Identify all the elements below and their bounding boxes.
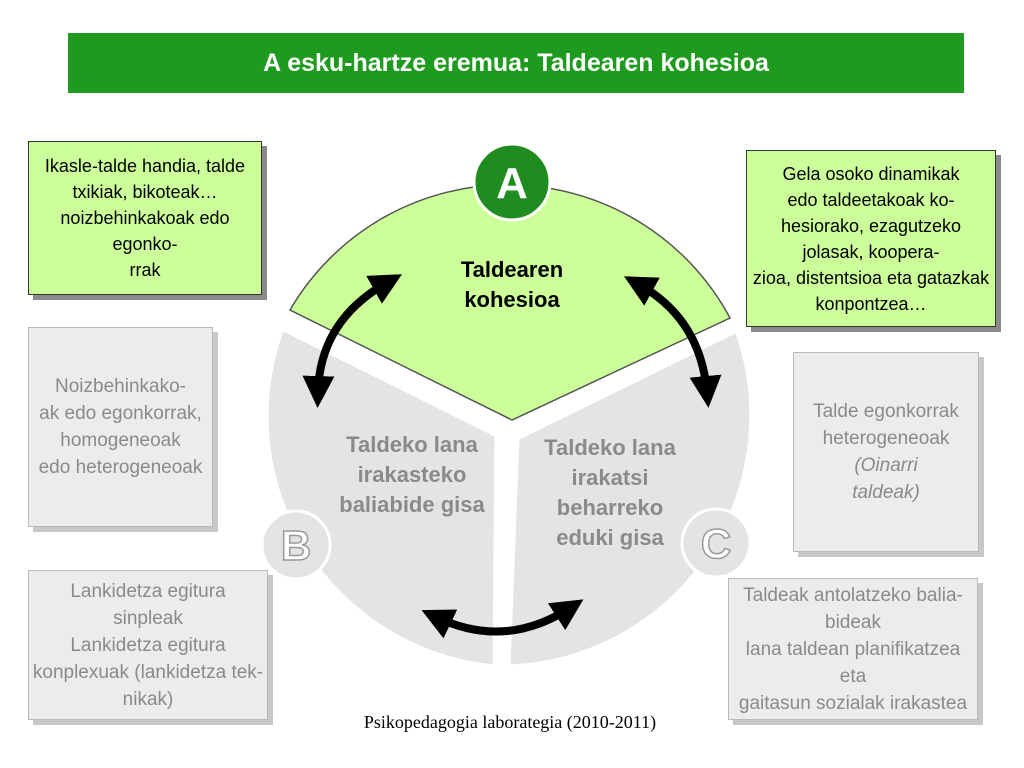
box-mid-right: Talde egonkorrak heterogeneoak (Oinarri …: [793, 352, 979, 552]
badge-b-label: B: [281, 522, 311, 569]
arrow-a-b: [302, 274, 402, 408]
segment-a-label: Taldearen kohesioa: [460, 257, 564, 312]
arrow-b-c: [421, 599, 584, 639]
badge-c-label: C: [701, 520, 731, 567]
badge-a-circle: [472, 142, 552, 222]
arrow-a-c: [623, 276, 722, 408]
badge-a-label: A: [496, 159, 528, 208]
segment-c-label: Taldeko lana irakatsi beharreko eduki gi…: [544, 435, 676, 550]
badge-c-circle: [680, 507, 752, 579]
badge-b-circle: [260, 509, 332, 581]
box-bottom-left: Lankidetza egitura sinpleak Lankidetza e…: [28, 570, 268, 720]
box-top-left: Ikasle-talde handia, talde txikiak, biko…: [28, 141, 262, 295]
segment-b-label: Taldeko lana irakasteko baliabide gisa: [339, 432, 485, 517]
box-top-right: Gela osoko dinamikak edo taldeetakoak ko…: [746, 150, 996, 327]
page-title: A esku-hartze eremua: Taldearen kohesioa: [68, 33, 964, 93]
footer-credit: Psikopedagogia laborategia (2010-2011): [363, 712, 657, 732]
box-bottom-right: Taldeak antolatzeko balia- bideak lana t…: [728, 578, 978, 720]
box-mid-left: Noizbehinkako- ak edo egonkorrak, homoge…: [28, 327, 213, 527]
